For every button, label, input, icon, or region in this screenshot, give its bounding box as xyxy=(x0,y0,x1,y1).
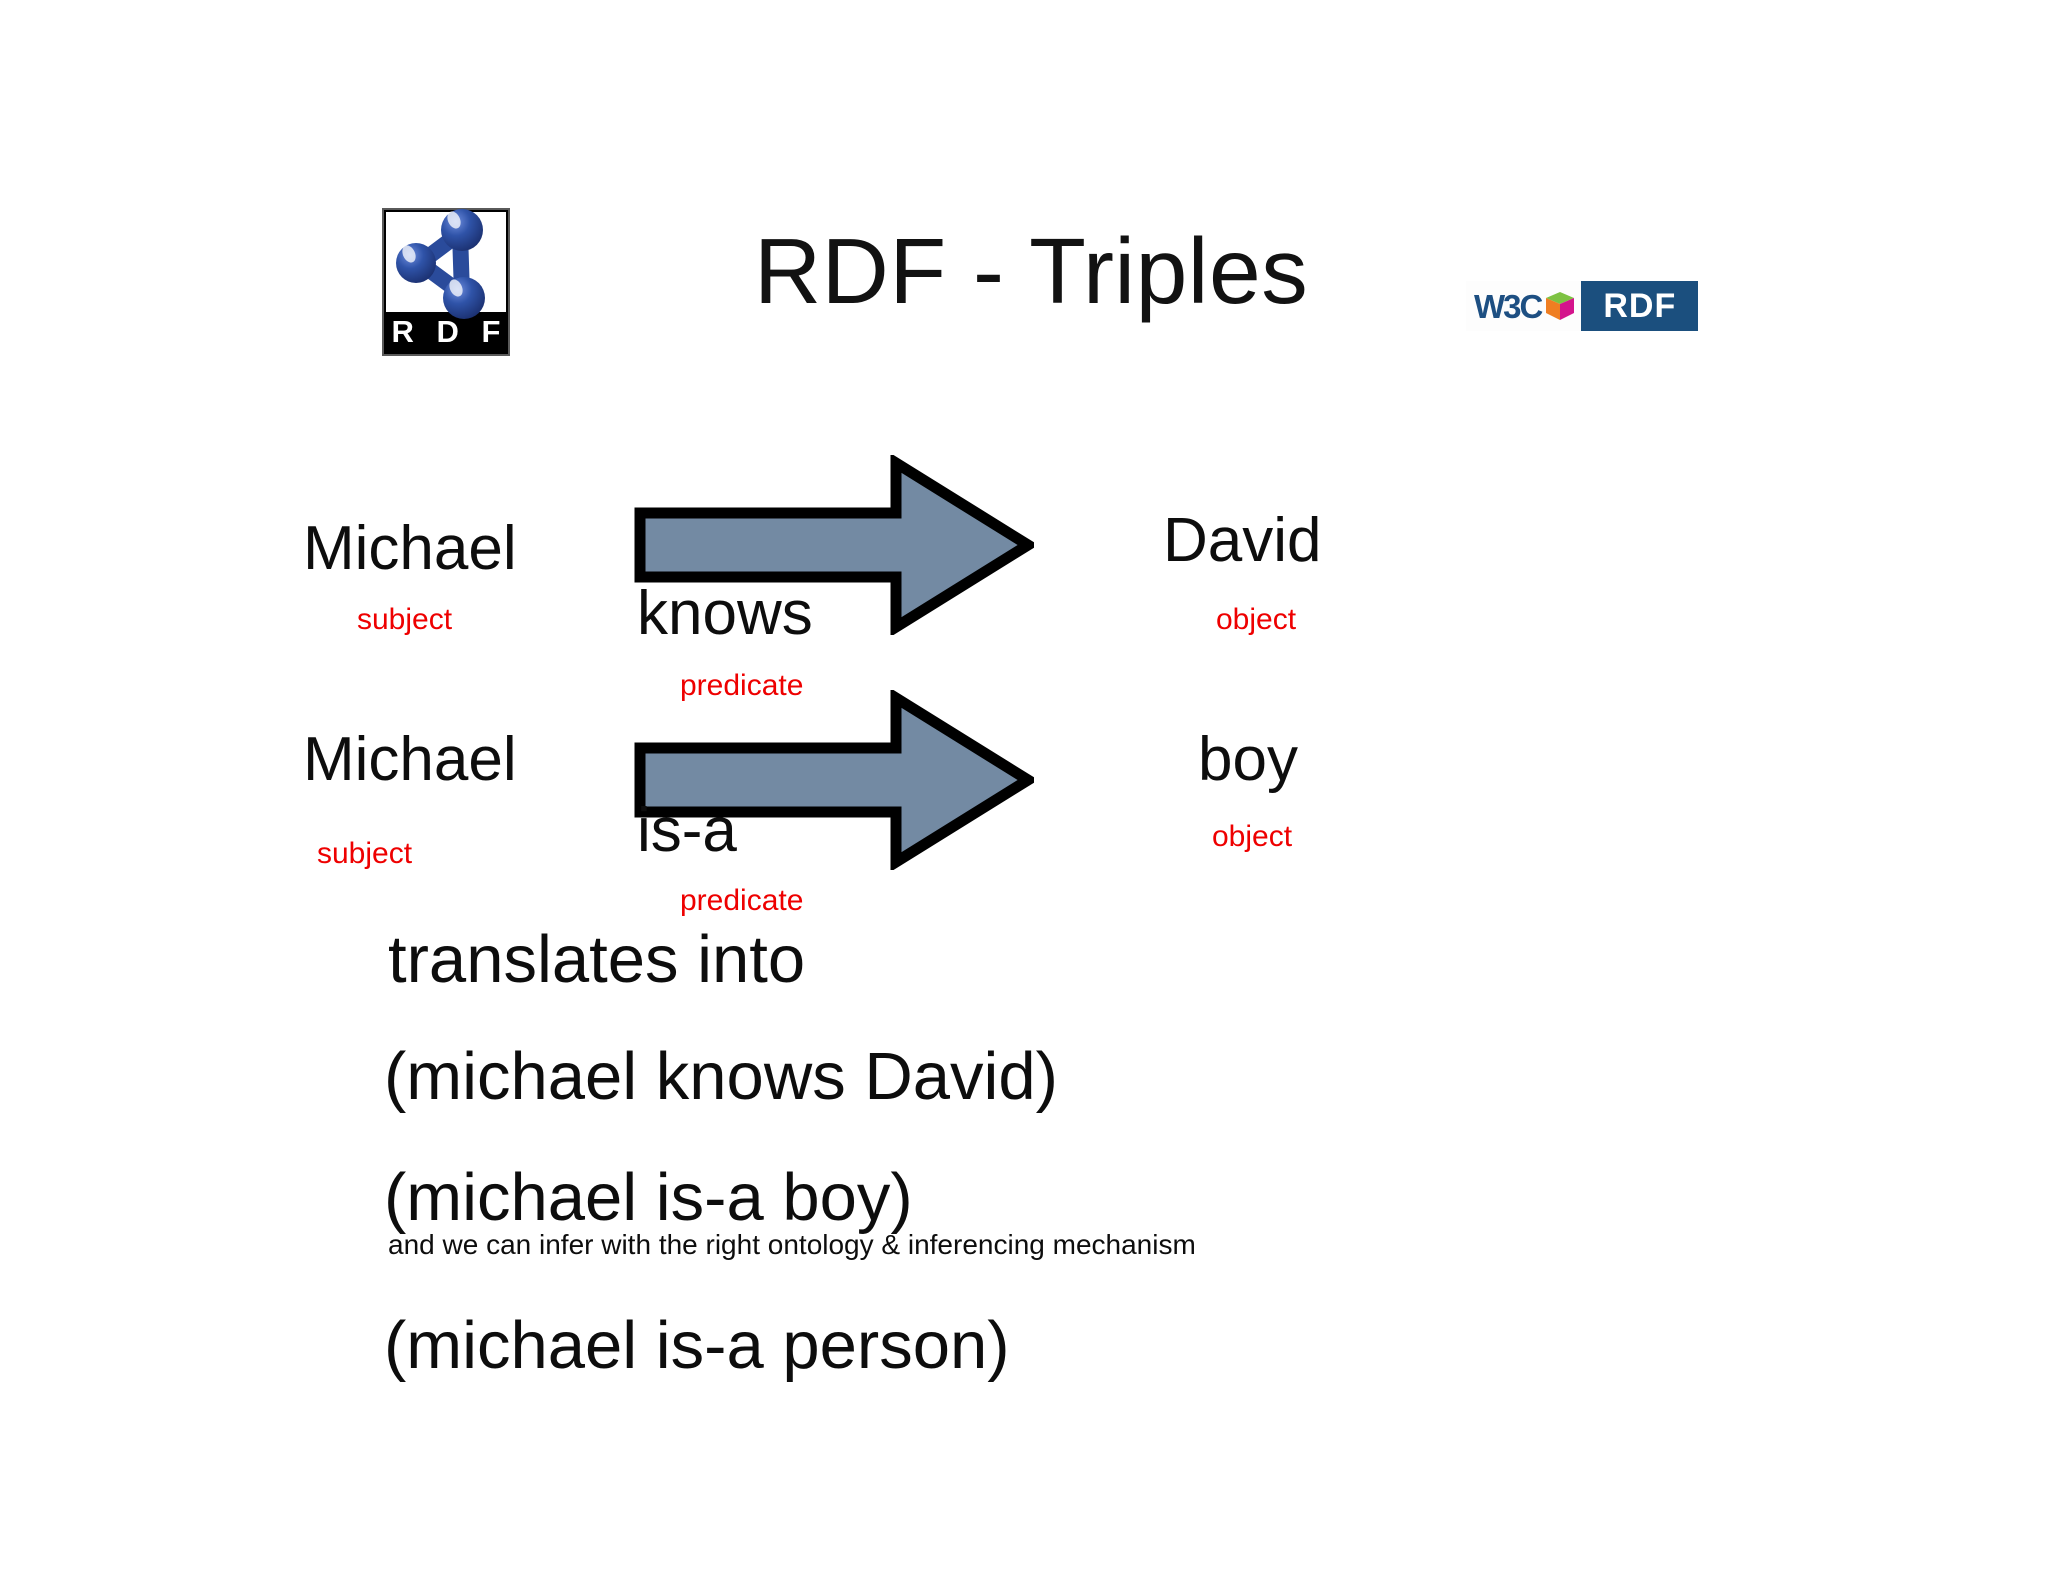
triple-2-predicate-role: predicate xyxy=(680,884,804,917)
w3c-badge-rdf-label: RDF xyxy=(1603,287,1677,325)
triple-2-subject-role: subject xyxy=(317,837,413,870)
w3c-cube-icon xyxy=(1545,290,1575,322)
conclusion-inference-note: and we can infer with the right ontology… xyxy=(388,1229,1196,1260)
conclusion-lead-in: translates into xyxy=(388,922,806,997)
triple-2-object: boy xyxy=(1198,725,1298,794)
conclusion-statement-1: (michael knows David) xyxy=(384,1039,1058,1114)
rdf-molecule-icon xyxy=(396,209,485,319)
w3c-badge-right: RDF xyxy=(1581,281,1699,331)
triple-1-predicate-role: predicate xyxy=(680,669,804,702)
triple-2-arrow-icon xyxy=(634,690,1034,870)
triple-1-arrow-icon xyxy=(634,455,1034,635)
rdf-logo: R D F xyxy=(382,208,510,356)
rdf-logo-wordmark: R D F xyxy=(391,314,508,349)
triple-1-object: David xyxy=(1163,506,1322,575)
w3c-wordmark: W3C xyxy=(1474,287,1543,325)
triple-2-subject: Michael xyxy=(303,725,517,794)
triple-2-predicate: is-a xyxy=(637,796,737,865)
conclusion-statement-3: (michael is-a person) xyxy=(384,1308,1010,1383)
triple-1-subject-role: subject xyxy=(357,603,453,636)
w3c-badge-left: W3C xyxy=(1466,281,1582,331)
page-title: RDF - Triples xyxy=(754,219,1309,323)
w3c-rdf-badge: W3C RDF xyxy=(1466,281,1699,331)
triple-2-object-role: object xyxy=(1212,820,1293,853)
triple-1-object-role: object xyxy=(1216,603,1297,636)
triple-1-predicate: knows xyxy=(637,579,813,648)
triple-1-subject: Michael xyxy=(303,514,517,583)
conclusion-statement-2: (michael is-a boy) xyxy=(384,1160,913,1235)
